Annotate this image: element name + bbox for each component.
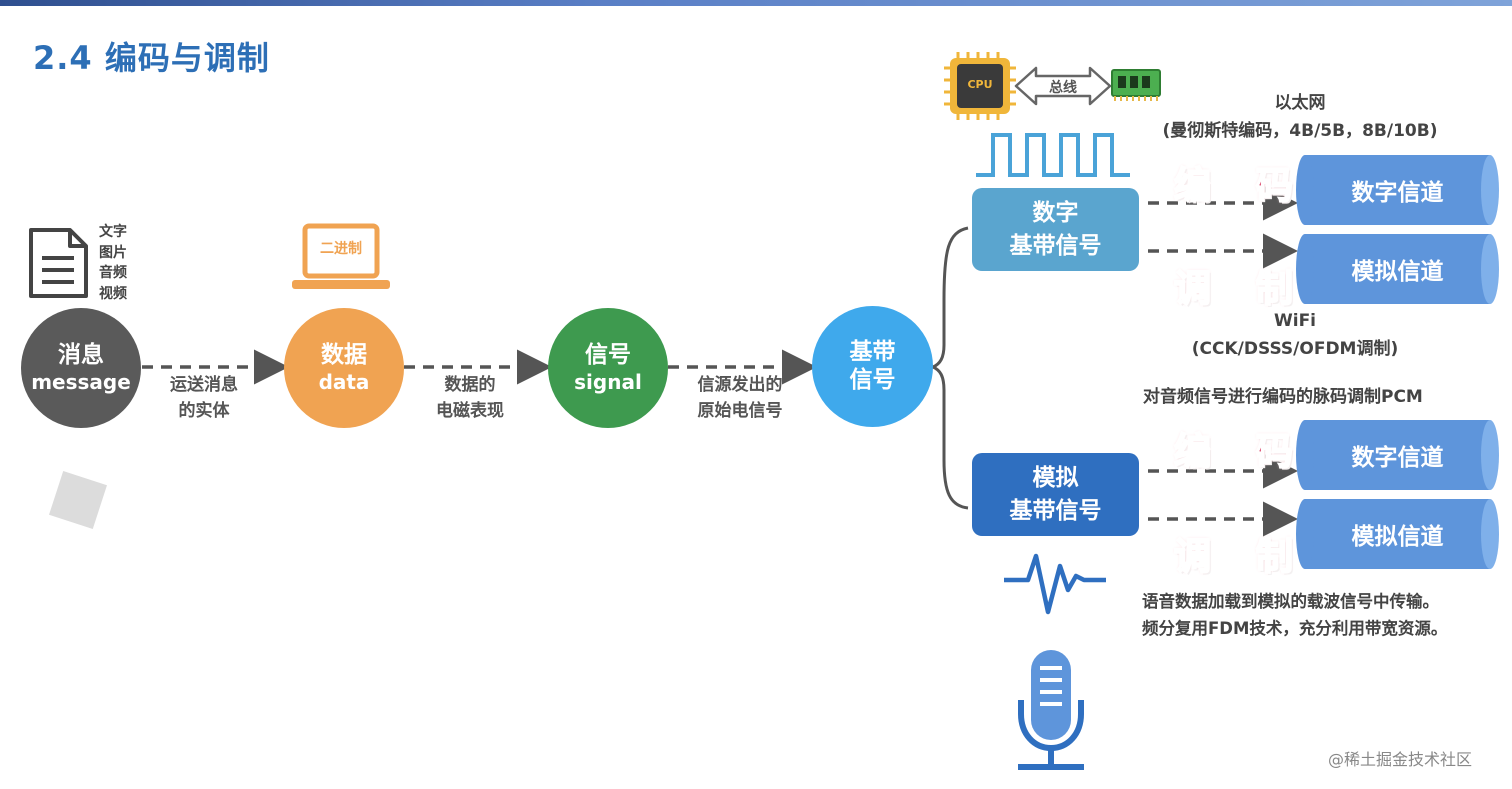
edge-label-line: 的实体: [178, 401, 230, 421]
wifi-note-detail: (CCK/DSSS/OFDM调制): [1191, 339, 1399, 359]
edge-label-signal-baseband: 信源发出的 原始电信号: [677, 372, 803, 424]
decorative-diamond: [49, 471, 107, 529]
signal-node-cn: 信号: [585, 342, 631, 369]
watermark: @稀土掘金技术社区: [1328, 750, 1473, 769]
message-node-en: message: [31, 369, 131, 394]
baseband-node: 基带 信号: [812, 306, 933, 427]
fdm-note-line2: 频分复用FDM技术，充分利用带宽资源。: [1142, 619, 1448, 638]
signal-node: 信号 signal: [548, 308, 668, 428]
edge-label-data-signal: 数据的 电磁表现: [415, 372, 525, 424]
edge-label-line: 信源发出的: [697, 375, 783, 395]
analog-channel-top: 模拟信道: [1351, 259, 1444, 285]
wifi-note-title: WiFi: [1273, 311, 1317, 331]
data-node-en: data: [318, 369, 370, 394]
ethernet-note: 以太网 (曼彻斯特编码，4B/5B，8B/10B): [1120, 89, 1480, 145]
digital-baseband-line1: 数字: [1032, 199, 1079, 226]
digital-modulate-label: 调 制: [1173, 266, 1309, 311]
baseband-node-line1: 基带: [849, 338, 896, 365]
digital-baseband-box: 数字 基带信号: [972, 188, 1139, 271]
ethernet-note-detail: (曼彻斯特编码，4B/5B，8B/10B): [1162, 121, 1438, 141]
signal-node-en: signal: [574, 369, 642, 394]
cpu-label: CPU: [967, 78, 993, 91]
message-node-cn: 消息: [58, 342, 104, 369]
edge-label-message-data: 运送消息 的实体: [146, 372, 262, 424]
bus-arrow-icon: [1014, 66, 1112, 106]
message-type-image: 图片: [99, 244, 127, 261]
microphone-icon: [1018, 650, 1084, 770]
page-title: 2.4 编码与调制: [33, 39, 270, 77]
data-node: 数据 data: [284, 308, 404, 428]
bus-label: 总线: [1049, 80, 1077, 96]
document-icon: [29, 228, 88, 298]
laptop-icon: [292, 223, 390, 289]
analog-wave-icon: [1004, 553, 1106, 615]
message-type-audio: 音频: [99, 265, 127, 281]
edge-label-line: 数据的: [444, 375, 496, 395]
digital-channel-top: 数字信道: [1351, 180, 1444, 206]
edge-label-line: 原始电信号: [697, 401, 783, 421]
analog-encode-label: 编 码: [1173, 429, 1309, 474]
message-type-text: 文字: [99, 224, 127, 240]
baseband-node-line2: 信号: [849, 366, 896, 393]
edge-label-line: 电磁表现: [436, 401, 504, 421]
wifi-note: WiFi (CCK/DSSS/OFDM调制): [1150, 307, 1440, 363]
message-type-list: 文字 图片 音频 视频: [99, 222, 127, 304]
analog-baseband-box: 模拟 基带信号: [972, 453, 1139, 536]
analog-baseband-line1: 模拟: [1032, 464, 1079, 491]
message-node: 消息 message: [21, 308, 141, 428]
digital-baseband-line2: 基带信号: [1009, 232, 1102, 259]
cylinder-shapes: [1296, 155, 1499, 569]
edge-label-line: 运送消息: [170, 375, 238, 395]
cpu-icon: [944, 52, 1016, 120]
pcm-note: 对音频信号进行编码的脉码调制PCM: [1143, 387, 1423, 407]
fdm-note-line1: 语音数据加载到模拟的载波信号中传输。: [1142, 592, 1439, 611]
analog-baseband-line2: 基带信号: [1009, 497, 1102, 524]
data-node-cn: 数据: [321, 342, 367, 369]
top-banner: [0, 0, 1512, 6]
message-type-video: 视频: [99, 285, 127, 302]
ethernet-note-title: 以太网: [1274, 93, 1326, 113]
digital-channel-bottom: 数字信道: [1351, 445, 1444, 471]
branch-brace: [929, 226, 969, 510]
fdm-note: 语音数据加载到模拟的载波信号中传输。 频分复用FDM技术，充分利用带宽资源。: [1142, 588, 1447, 642]
analog-channel-bottom: 模拟信道: [1351, 524, 1444, 550]
analog-modulate-label: 调 制: [1173, 534, 1309, 579]
square-wave-icon: [976, 133, 1130, 177]
memory-module-icon: [1111, 69, 1161, 101]
digital-encode-label: 编 码: [1173, 163, 1309, 208]
laptop-screen-label: 二进制: [320, 241, 362, 257]
